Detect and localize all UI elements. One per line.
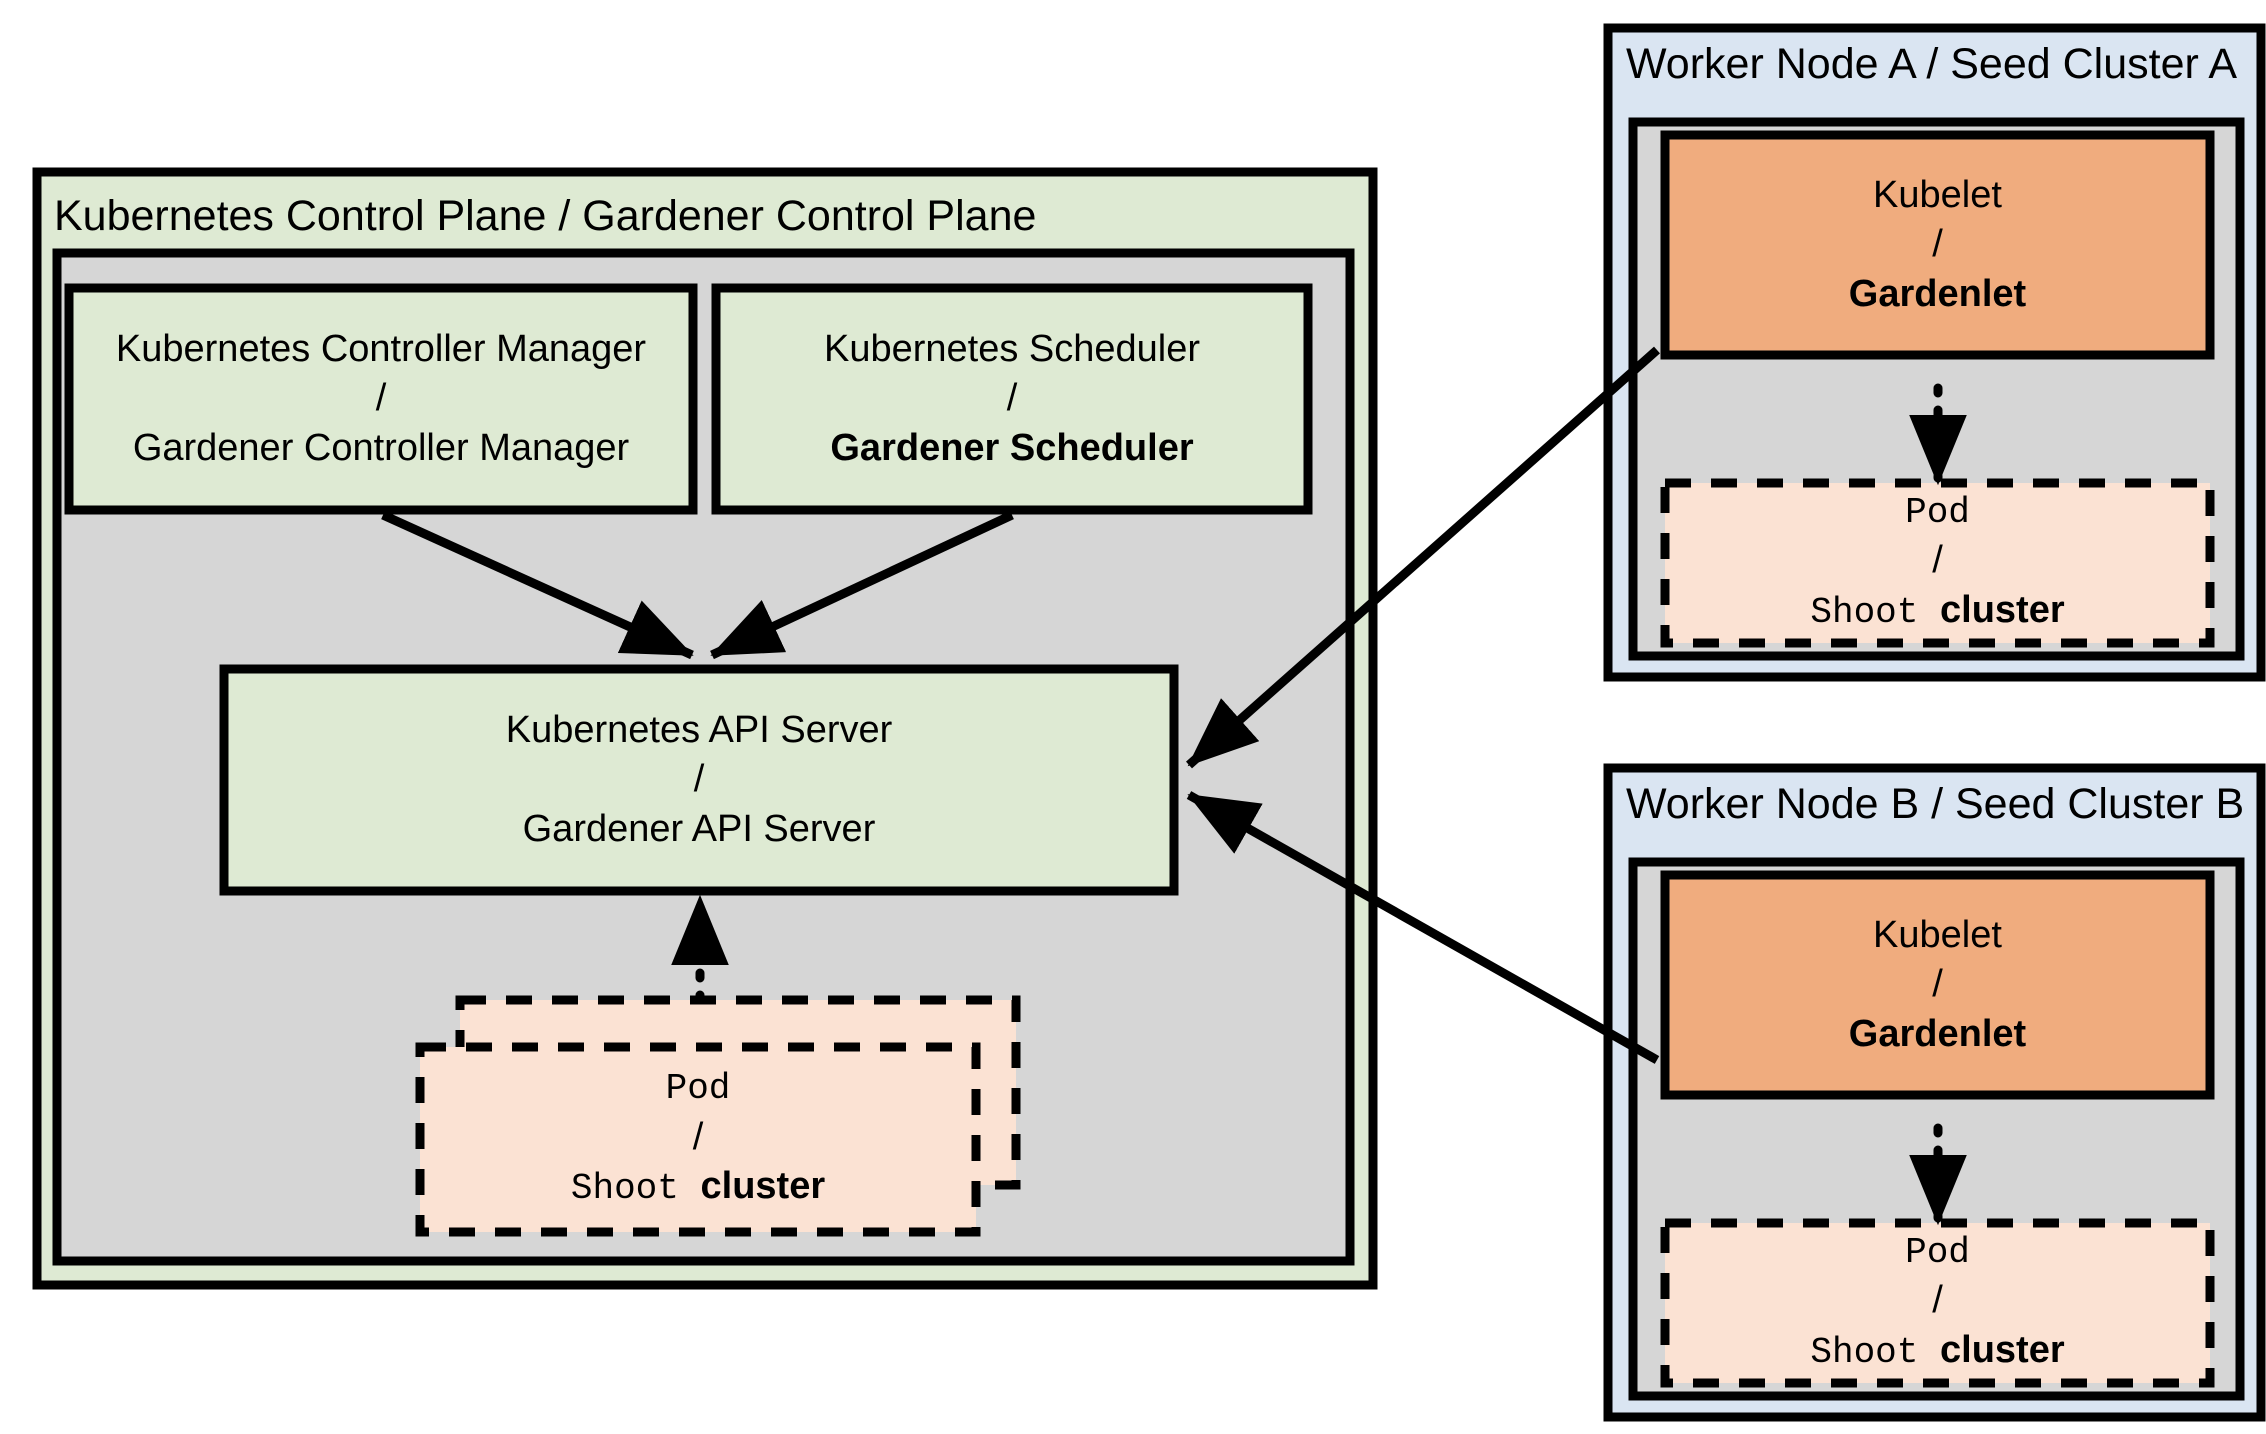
worker-node-b-pod-box[interactable] <box>1660 1218 2215 1388</box>
arrow-scheduler-to-api-server <box>710 510 1014 660</box>
controller-manager-box[interactable] <box>64 283 698 515</box>
scheduler-box[interactable] <box>711 283 1313 515</box>
gardenlet-b-box[interactable] <box>1660 870 2215 1100</box>
control-plane-title: Kubernetes Control Plane / Gardener Cont… <box>54 192 1037 240</box>
worker-node-a-pod-box[interactable] <box>1660 478 2215 648</box>
arrow-gardenlet-a-to-api-server <box>1186 346 1660 769</box>
arrow-controller-manager-to-api-server <box>381 510 694 660</box>
api-server-box[interactable] <box>219 664 1179 896</box>
gardenlet-a-box[interactable] <box>1660 130 2215 360</box>
worker-node-b-title: Worker Node B / Seed Cluster B <box>1626 780 2245 828</box>
control-plane-pod-box[interactable] <box>415 1042 981 1237</box>
worker-node-a-title: Worker Node A / Seed Cluster A <box>1626 40 2238 88</box>
arrow-gardenlet-b-to-api-server <box>1186 791 1660 1064</box>
